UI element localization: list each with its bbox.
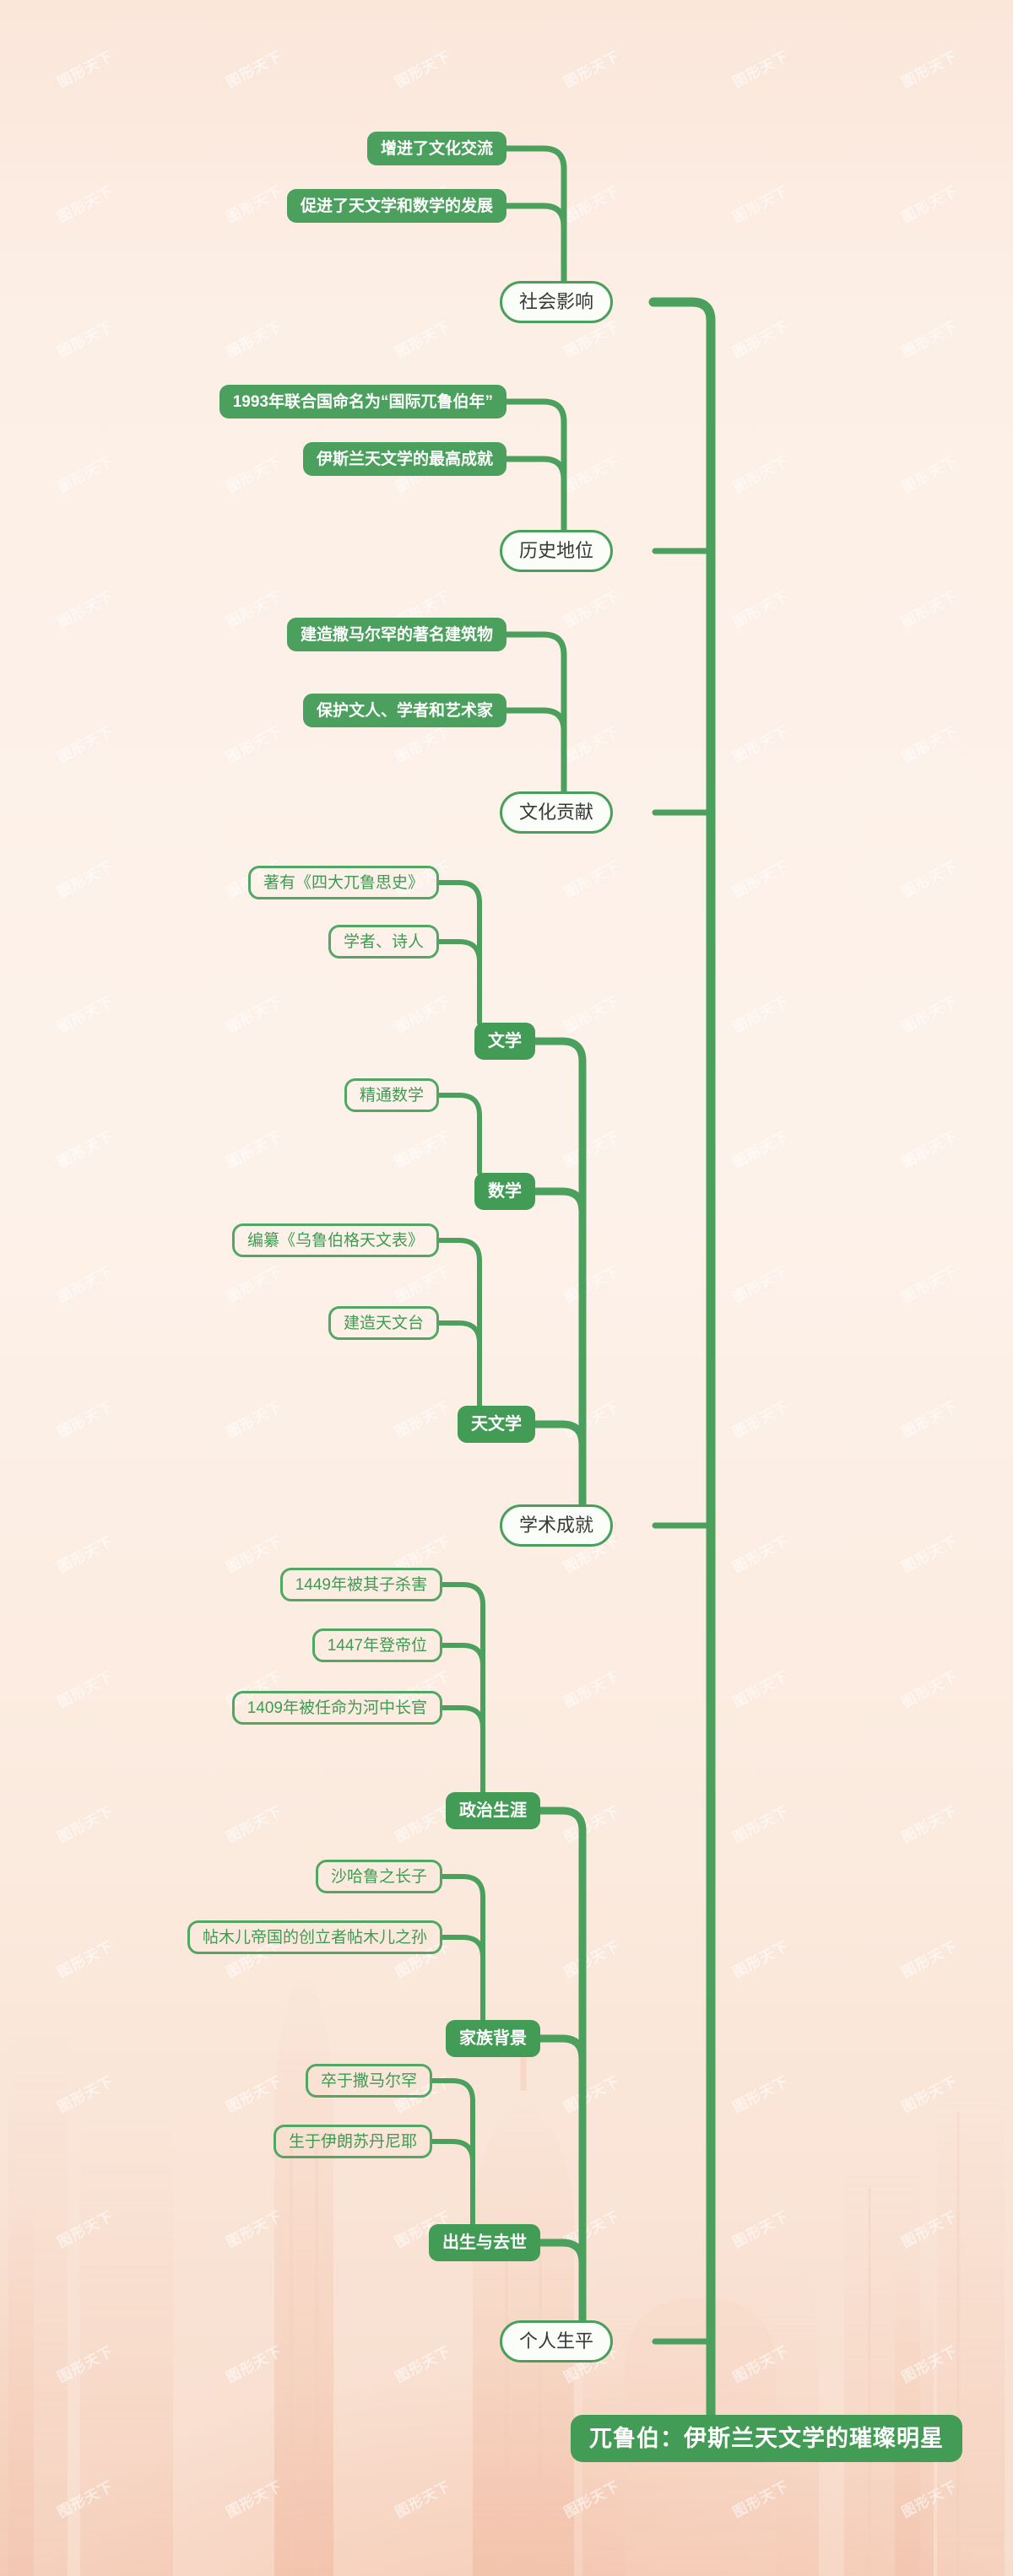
node-label: 保护文人、学者和艺术家 [316,701,493,720]
leaf-node[interactable]: 生于伊朗苏丹尼耶 [273,2125,432,2158]
node-label: 编纂《乌鲁伯格天文表》 [246,1231,424,1250]
root-node[interactable]: 兀鲁伯：伊斯兰天文学的璀璨明星 [571,2415,962,2462]
leaf-node[interactable]: 1993年联合国命名为“国际兀鲁伯年” [219,385,506,419]
node-label: 兀鲁伯：伊斯兰天文学的璀璨明星 [589,2425,944,2451]
branch-node-academic-achievement[interactable]: 学术成就 [500,1504,614,1547]
leaf-node[interactable]: 沙哈鲁之长子 [315,1860,442,1893]
leaf-node[interactable]: 建造撒马尔罕的著名建筑物 [286,618,506,651]
node-label: 个人生平 [519,2330,594,2352]
node-label: 1409年被任命为河中长官 [246,1698,427,1717]
node-label: 学者、诗人 [343,932,424,951]
sub-branch-node-literature[interactable]: 文学 [474,1023,535,1060]
branch-node-social-impact[interactable]: 社会影响 [500,281,614,323]
node-label: 数学 [488,1182,522,1201]
sub-branch-node-birth-and-death[interactable]: 出生与去世 [429,2224,540,2261]
background-architecture-illustration [0,1956,1005,2576]
leaf-node[interactable]: 帖木儿帝国的创立者帖木儿之孙 [187,1920,442,1954]
leaf-node[interactable]: 著有《四大兀鲁思史》 [247,866,439,899]
sub-branch-node-political-career[interactable]: 政治生涯 [446,1792,540,1829]
node-label: 文化贡献 [519,802,594,823]
node-label: 社会影响 [519,291,594,312]
sub-branch-node-astronomy[interactable]: 天文学 [458,1406,535,1443]
node-label: 增进了文化交流 [380,139,493,158]
branch-node-personal-life[interactable]: 个人生平 [500,2320,614,2363]
branch-node-historical-status[interactable]: 历史地位 [500,530,614,572]
leaf-node[interactable]: 保护文人、学者和艺术家 [302,694,506,727]
node-label: 学术成就 [519,1515,594,1536]
leaf-node[interactable]: 1447年登帝位 [311,1628,442,1662]
node-label: 1449年被其子杀害 [295,1575,427,1594]
node-label: 精通数学 [359,1086,424,1104]
node-label: 生于伊朗苏丹尼耶 [288,2132,417,2151]
node-label: 沙哈鲁之长子 [330,1867,427,1886]
sub-branch-node-mathematics[interactable]: 数学 [474,1173,535,1210]
node-label: 1447年登帝位 [327,1636,427,1655]
node-label: 政治生涯 [459,1801,527,1820]
node-label: 建造天文台 [343,1314,424,1332]
branch-node-cultural-contribution[interactable]: 文化贡献 [500,791,614,834]
sub-branch-node-family-background[interactable]: 家族背景 [446,2020,540,2057]
leaf-node[interactable]: 1409年被任命为河中长官 [231,1691,442,1725]
node-label: 卒于撒马尔罕 [320,2071,417,2090]
leaf-node[interactable]: 促进了天文学和数学的发展 [286,189,506,223]
leaf-node[interactable]: 建造天文台 [328,1306,439,1340]
leaf-node[interactable]: 精通数学 [344,1078,439,1112]
node-label: 1993年联合国命名为“国际兀鲁伯年” [232,392,493,411]
node-label: 著有《四大兀鲁思史》 [263,873,424,892]
leaf-node[interactable]: 1449年被其子杀害 [279,1568,442,1601]
node-label: 历史地位 [519,540,594,561]
node-label: 家族背景 [459,2029,527,2048]
node-label: 帖木儿帝国的创立者帖木儿之孙 [202,1928,427,1947]
node-label: 天文学 [471,1415,522,1434]
leaf-node[interactable]: 增进了文化交流 [366,132,506,165]
leaf-node[interactable]: 卒于撒马尔罕 [305,2064,432,2098]
node-label: 文学 [488,1032,522,1050]
node-label: 伊斯兰天文学的最高成就 [316,450,493,468]
leaf-node[interactable]: 编纂《乌鲁伯格天文表》 [231,1223,439,1257]
leaf-node[interactable]: 伊斯兰天文学的最高成就 [302,442,506,476]
node-label: 出生与去世 [442,2233,527,2252]
node-label: 建造撒马尔罕的著名建筑物 [300,625,493,644]
leaf-node[interactable]: 学者、诗人 [328,925,439,959]
node-label: 促进了天文学和数学的发展 [300,197,493,215]
